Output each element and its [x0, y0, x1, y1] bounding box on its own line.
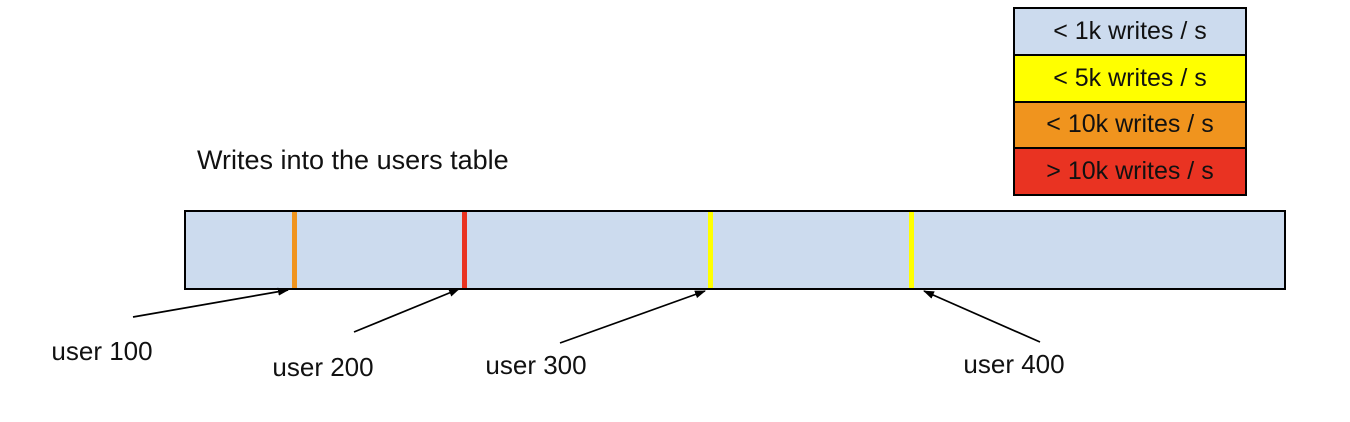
- user-label: user 100: [51, 336, 153, 366]
- annotation-arrow: [923, 290, 1041, 343]
- legend-item: < 10k writes / s: [1015, 100, 1245, 148]
- legend-item-label: < 1k writes / s: [1053, 16, 1207, 45]
- annotation-arrow: [132, 287, 289, 318]
- diagram-title: Writes into the users table: [197, 145, 509, 175]
- legend-item: > 10k writes / s: [1015, 147, 1245, 194]
- legend-item: < 5k writes / s: [1015, 53, 1245, 101]
- users-table-bar: [184, 210, 1286, 290]
- user-label: user 200: [272, 352, 374, 382]
- annotation-arrow: [353, 288, 460, 333]
- legend-item-label: < 10k writes / s: [1046, 110, 1214, 139]
- write-rate-legend: < 1k writes / s < 5k writes / s < 10k writ…: [1013, 7, 1247, 196]
- legend-item: < 1k writes / s: [1015, 9, 1245, 54]
- hotspot-stripe-user-200: [462, 212, 467, 288]
- hotspot-stripe-user-400: [909, 212, 914, 288]
- legend-item-label: < 5k writes / s: [1053, 63, 1207, 92]
- hotspot-stripe-user-300: [708, 212, 713, 288]
- user-label: user 300: [485, 350, 587, 380]
- annotation-arrow: [559, 290, 706, 344]
- legend-item-label: > 10k writes / s: [1046, 157, 1214, 186]
- hotspot-stripe-user-100: [292, 212, 297, 288]
- user-label: user 400: [963, 349, 1065, 379]
